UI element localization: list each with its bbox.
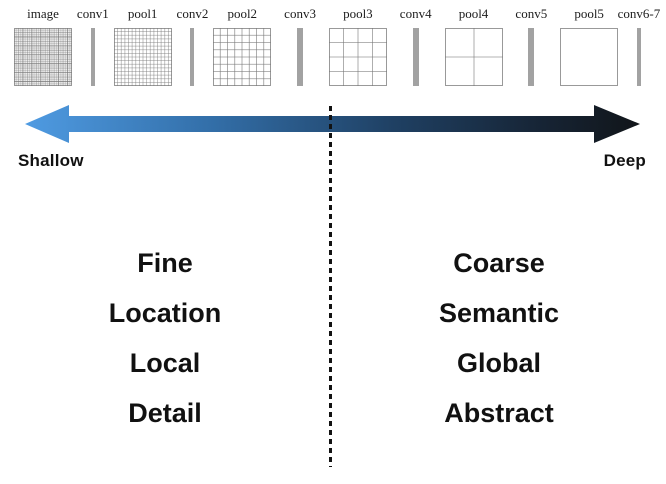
- deep-properties-list: Coarse Semantic Global Abstract: [334, 238, 664, 438]
- conv-line: [636, 28, 639, 86]
- conv-line: [530, 28, 533, 86]
- layer-conv3: conv3: [279, 6, 321, 86]
- feature-map-grid: [560, 28, 619, 86]
- property-global: Global: [456, 348, 541, 378]
- conv-line: [190, 28, 193, 86]
- feature-map-grid: [113, 28, 172, 86]
- layer-label: image: [27, 6, 59, 21]
- conv-line: [412, 28, 415, 86]
- layer-label: conv1: [76, 6, 109, 21]
- layer-label: conv5: [515, 6, 548, 21]
- layer-label: pool2: [227, 6, 258, 21]
- layer-pool5: pool5: [560, 6, 619, 86]
- conv-line: [638, 28, 641, 86]
- conv-layer-lines: [188, 28, 196, 86]
- layer-label: pool3: [343, 6, 373, 21]
- conv-line: [192, 28, 195, 86]
- conv-layer-lines: [526, 28, 536, 86]
- deep-label: Deep: [603, 151, 646, 170]
- property-location: Location: [108, 298, 222, 328]
- property-semantic: Semantic: [438, 298, 560, 328]
- shallow-properties-list: Fine Location Local Detail: [0, 238, 330, 438]
- layer-conv1: conv1: [76, 6, 109, 86]
- conv-line: [532, 28, 535, 86]
- layer-label: conv6-7: [617, 6, 661, 21]
- layer-label: conv4: [399, 6, 432, 21]
- conv-layer-lines: [635, 28, 643, 86]
- feature-map-grid: [213, 28, 272, 86]
- depth-gradient-arrow-icon: [25, 105, 640, 143]
- property-detail: Detail: [128, 398, 202, 428]
- layer-label: pool5: [574, 6, 604, 21]
- layer-label: conv3: [284, 6, 316, 21]
- property-coarse: Coarse: [453, 248, 545, 278]
- conv-line: [414, 28, 417, 86]
- layer-conv5: conv5: [510, 6, 552, 86]
- layer-pool4: pool4: [444, 6, 503, 86]
- layer-pool1: pool1: [113, 6, 172, 86]
- conv-line: [416, 28, 419, 86]
- layer-image: image: [14, 6, 72, 86]
- conv-line: [301, 28, 304, 86]
- conv-line: [90, 28, 93, 86]
- conv-layer-lines: [89, 28, 97, 86]
- layer-conv4: conv4: [395, 6, 437, 86]
- conv-line: [528, 28, 531, 86]
- layer-label: pool1: [127, 6, 158, 21]
- property-fine: Fine: [137, 248, 193, 278]
- feature-map-grid: [14, 28, 72, 86]
- property-abstract: Abstract: [444, 398, 554, 428]
- conv-line: [299, 28, 302, 86]
- feature-map-grid: [328, 28, 387, 86]
- conv-layer-lines: [411, 28, 421, 86]
- layer-pool2: pool2: [213, 6, 272, 86]
- layer-pipeline: image conv1 pool1 conv2 pool2 conv3 pool3 conv4…: [0, 6, 666, 86]
- conv-layer-lines: [295, 28, 305, 86]
- conv-line: [297, 28, 300, 86]
- feature-map-grid: [444, 28, 503, 86]
- shallow-label: Shallow: [18, 151, 84, 170]
- layer-conv2: conv2: [177, 6, 208, 86]
- layer-conv6-7: conv6-7: [618, 6, 660, 86]
- dashed-divider-line: [329, 106, 332, 467]
- layer-label: pool4: [458, 6, 489, 21]
- property-local: Local: [129, 348, 201, 378]
- conv-line: [92, 28, 95, 86]
- layer-label: conv2: [176, 6, 209, 21]
- layer-pool3: pool3: [328, 6, 387, 86]
